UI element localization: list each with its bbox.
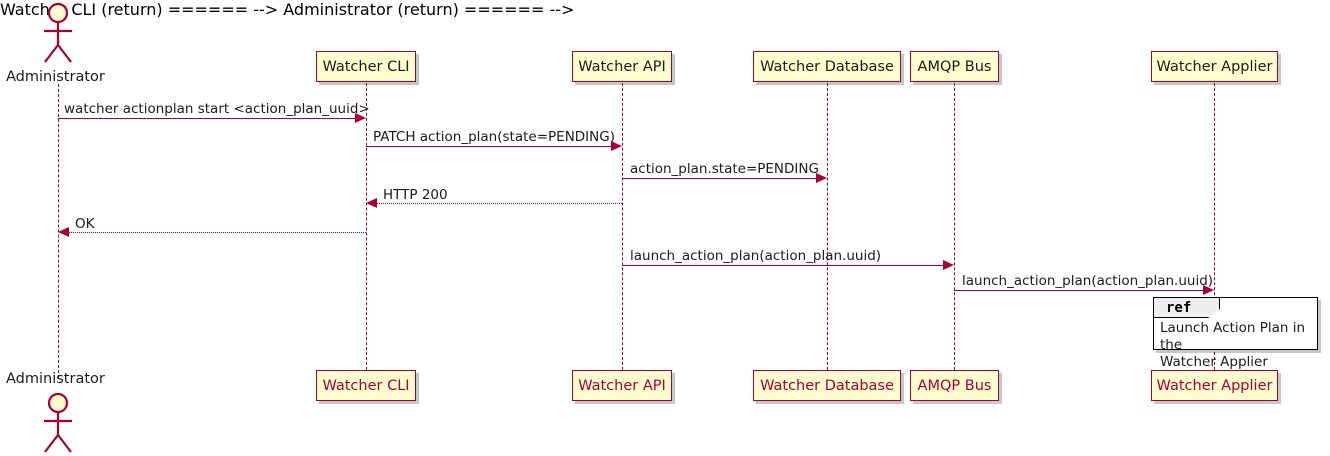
ref-fragment-tab-label: ref xyxy=(1166,299,1192,316)
participant-box-watcher-api-bottom[interactable]: Watcher API xyxy=(572,370,672,401)
message-line-2 xyxy=(366,146,612,147)
message-label-2: PATCH action_plan(state=PENDING) xyxy=(373,129,615,145)
participant-label: Watcher API xyxy=(578,377,666,394)
lifeline-amqp-bus xyxy=(954,83,955,370)
lifeline-watcher-database xyxy=(827,83,828,370)
participant-label: Watcher Database xyxy=(760,58,894,75)
actor-label-top: Administrator xyxy=(6,69,105,85)
message-label-3: action_plan.state=PENDING xyxy=(630,161,819,177)
message-arrowhead-4 xyxy=(366,198,377,208)
participant-label: AMQP Bus xyxy=(917,58,992,75)
participant-box-watcher-api-top[interactable]: Watcher API xyxy=(572,51,672,82)
participant-label: Watcher Applier xyxy=(1156,58,1273,75)
participant-box-amqp-bus-top[interactable]: AMQP Bus xyxy=(910,51,999,82)
message-arrowhead-5 xyxy=(58,227,69,237)
message-label-1: watcher actionplan start <action_plan_uu… xyxy=(64,101,370,117)
message-line-4 xyxy=(377,203,622,204)
actor-administrator-bottom xyxy=(32,392,84,456)
participant-label: Watcher API xyxy=(578,58,666,75)
participant-box-amqp-bus-bottom[interactable]: AMQP Bus xyxy=(910,370,999,401)
participant-box-watcher-applier-top[interactable]: Watcher Applier xyxy=(1151,51,1278,82)
ref-fragment-tab: ref xyxy=(1154,298,1220,318)
message-arrowhead-3 xyxy=(816,173,827,183)
message-label-6: launch_action_plan(action_plan.uuid) xyxy=(630,248,882,264)
message-label-7: launch_action_plan(action_plan.uuid) xyxy=(962,273,1214,289)
participant-label: Watcher Applier xyxy=(1156,377,1273,394)
message-arrowhead-1 xyxy=(355,113,366,123)
actor-figure-icon xyxy=(44,392,72,453)
participant-label: Watcher CLI xyxy=(322,377,410,394)
message-line-1 xyxy=(58,118,356,119)
message-line-5 xyxy=(69,232,366,233)
participant-label: AMQP Bus xyxy=(917,377,992,394)
participant-label: Watcher Database xyxy=(760,377,894,394)
lifeline-watcher-api xyxy=(622,83,623,370)
participant-box-watcher-applier-bottom[interactable]: Watcher Applier xyxy=(1151,370,1278,401)
actor-label-bottom: Administrator xyxy=(6,371,105,387)
participant-box-watcher-cli-top[interactable]: Watcher CLI xyxy=(316,51,416,82)
lifeline-watcher-cli xyxy=(366,83,367,370)
message-line-3 xyxy=(622,178,817,179)
participant-label: Watcher CLI xyxy=(322,58,410,75)
actor-figure-icon xyxy=(44,2,72,63)
ref-fragment-body: Launch Action Plan in the Watcher Applie… xyxy=(1160,320,1306,370)
message-label-4: HTTP 200 xyxy=(383,187,448,203)
lifeline-watcher-applier xyxy=(1214,83,1215,370)
participant-box-watcher-database-top[interactable]: Watcher Database xyxy=(753,51,901,82)
actor-administrator-top xyxy=(32,2,84,68)
participant-box-watcher-cli-bottom[interactable]: Watcher CLI xyxy=(316,370,416,401)
message-arrowhead-7 xyxy=(1203,285,1214,295)
message-line-6 xyxy=(622,265,944,266)
message-label-5: OK xyxy=(75,216,95,232)
ref-fragment-box: ref Launch Action Plan in the Watcher Ap… xyxy=(1153,297,1318,370)
message-arrowhead-6 xyxy=(943,260,954,270)
message-line-7 xyxy=(954,290,1204,291)
participant-box-watcher-database-bottom[interactable]: Watcher Database xyxy=(753,370,901,401)
message-arrowhead-2 xyxy=(611,141,622,151)
